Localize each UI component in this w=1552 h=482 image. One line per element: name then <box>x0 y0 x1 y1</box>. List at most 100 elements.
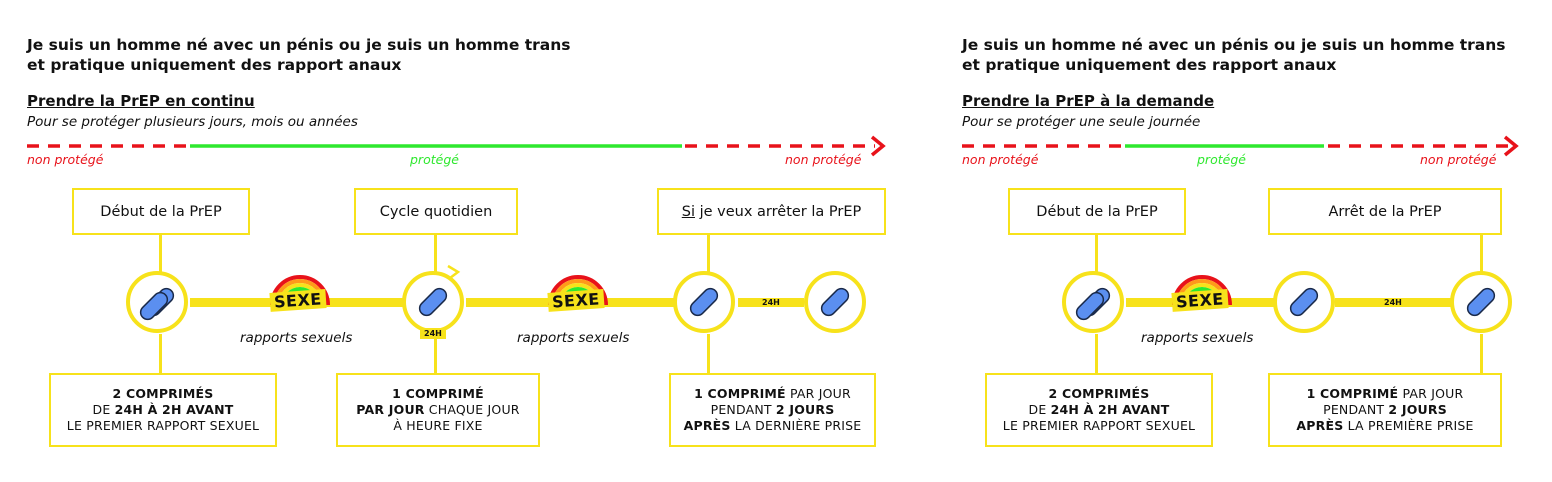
status-unprotected-right: non protégé <box>785 152 862 167</box>
info-line: 2 COMPRIMÉS <box>112 386 214 401</box>
status-unprotected-left: non protégé <box>27 152 104 167</box>
info-line: LE PREMIER RAPPORT SEXUEL <box>66 418 260 433</box>
box-arret-prep: Arrêt de la PrEP <box>1268 188 1502 235</box>
tag-24h: 24H <box>420 328 446 339</box>
tag-24h: 24H <box>762 298 780 307</box>
heading-line-2: et pratique uniquement des rapport anaux <box>962 56 1337 74</box>
info-line: CHAQUE JOUR <box>424 402 520 417</box>
info-line-bold: 1 COMPRIMÉ <box>1306 386 1399 401</box>
connector <box>1480 334 1483 374</box>
panel-heading: Je suis un homme né avec un pénis ou je … <box>962 35 1506 75</box>
connector <box>159 334 162 374</box>
panel-subtitle: Prendre la PrEP à la demande <box>962 92 1215 110</box>
connector <box>434 334 437 374</box>
box-title: Début de la PrEP <box>100 203 222 220</box>
cycle-arrow-icon <box>447 264 461 279</box>
info-box-cycle: 1 COMPRIMÉ PAR JOUR CHAQUE JOUR À HEURE … <box>336 373 540 447</box>
box-debut-prep: Début de la PrEP <box>1008 188 1186 235</box>
sexe-badge: SEXE <box>1170 265 1234 317</box>
connector <box>1095 334 1098 374</box>
info-line-bold: APRÈS <box>1296 418 1344 433</box>
info-line: DE <box>92 402 115 417</box>
sexe-badge: SEXE <box>546 265 610 317</box>
box-title: Début de la PrEP <box>1036 203 1158 220</box>
info-line: LA DERNIÈRE PRISE <box>730 418 862 433</box>
panel-description: Pour se protéger une seule journée <box>962 114 1201 130</box>
info-line: 2 COMPRIMÉS <box>1048 386 1150 401</box>
status-unprotected-left: non protégé <box>962 152 1039 167</box>
info-box-debut: 2 COMPRIMÉS DE 24H À 2H AVANT LE PREMIER… <box>985 373 1213 447</box>
box-debut-prep: Début de la PrEP <box>72 188 250 235</box>
connector <box>434 235 437 272</box>
info-box-arret: 1 COMPRIMÉ PAR JOUR PENDANT 2 JOURS APRÈ… <box>1268 373 1502 447</box>
info-line: LE PREMIER RAPPORT SEXUEL <box>1002 418 1196 433</box>
box-arreter-prep: Si je veux arrêter la PrEP <box>657 188 886 235</box>
panel-subtitle: Prendre la PrEP en continu <box>27 92 255 110</box>
rapports-label: rapports sexuels <box>1141 330 1254 346</box>
box-title: Si je veux arrêter la PrEP <box>682 204 862 220</box>
heading-line-1: Je suis un homme né avec un pénis ou je … <box>27 36 571 54</box>
info-box-debut: 2 COMPRIMÉS DE 24H À 2H AVANT LE PREMIER… <box>49 373 277 447</box>
info-line-bold: PAR JOUR <box>356 402 425 417</box>
heading-line-2: et pratique uniquement des rapport anaux <box>27 56 402 74</box>
rapports-label: rapports sexuels <box>517 330 630 346</box>
pill-icon <box>820 287 850 317</box>
tag-24h: 24H <box>1384 298 1402 307</box>
connector <box>707 334 710 374</box>
box-title-rest: je veux arrêter la PrEP <box>694 203 862 220</box>
heading-line-1: Je suis un homme né avec un pénis ou je … <box>962 36 1506 54</box>
pill-circle-double <box>126 271 188 333</box>
box-title: Arrêt de la PrEP <box>1328 203 1442 220</box>
info-line-bold: 2 JOURS <box>775 402 835 417</box>
pill-icon <box>418 287 448 317</box>
pill-circle-stop <box>1273 271 1335 333</box>
info-line-bold: 1 COMPRIMÉ <box>694 386 786 401</box>
rapports-label: rapports sexuels <box>240 330 353 346</box>
connector <box>707 235 710 272</box>
timeline-bar <box>738 298 804 307</box>
protection-timeline <box>27 135 886 157</box>
info-line-bold: 24H À 2H AVANT <box>1050 402 1170 417</box>
pill-icon <box>1466 287 1496 317</box>
box-title: Cycle quotidien <box>379 203 493 220</box>
box-title-emphasis: Si <box>681 203 695 220</box>
double-pill-icon <box>139 287 175 321</box>
info-line: PENDANT <box>710 402 776 417</box>
pill-circle-cycle <box>402 271 464 333</box>
connector <box>1480 235 1483 272</box>
connector <box>1095 235 1098 272</box>
pill-circle-stop <box>673 271 735 333</box>
arrow-head-icon <box>870 135 886 157</box>
protection-timeline <box>962 135 1519 157</box>
sexe-label: SEXE <box>547 289 605 312</box>
timeline-bar <box>1335 298 1455 307</box>
info-line: À HEURE FIXE <box>393 418 483 433</box>
info-line: 1 COMPRIMÉ <box>392 386 484 401</box>
arrow-head-icon <box>1503 135 1519 157</box>
panel-heading: Je suis un homme né avec un pénis ou je … <box>27 35 571 75</box>
info-line: DE <box>1028 402 1051 417</box>
double-pill-icon <box>1075 287 1111 321</box>
info-line: LA PREMIÈRE PRISE <box>1343 418 1474 433</box>
sexe-badge: SEXE <box>268 265 332 317</box>
pill-icon <box>1289 287 1319 317</box>
info-line: PAR JOUR <box>785 386 851 401</box>
info-line: PENDANT <box>1323 402 1389 417</box>
pill-icon <box>689 287 719 317</box>
panel-description: Pour se protéger plusieurs jours, mois o… <box>27 114 358 130</box>
pill-circle-final <box>1450 271 1512 333</box>
box-cycle-quotidien: Cycle quotidien <box>354 188 518 235</box>
sexe-label: SEXE <box>269 289 327 312</box>
status-protected: protégé <box>410 152 459 167</box>
info-line-bold: 2 JOURS <box>1388 402 1447 417</box>
info-line: PAR JOUR <box>1398 386 1464 401</box>
connector <box>159 235 162 272</box>
info-line-bold: 24H À 2H AVANT <box>114 402 234 417</box>
pill-circle-final <box>804 271 866 333</box>
status-protected: protégé <box>1197 152 1246 167</box>
sexe-label: SEXE <box>1171 289 1229 312</box>
pill-circle-double <box>1062 271 1124 333</box>
info-line-bold: APRÈS <box>683 418 731 433</box>
status-unprotected-right: non protégé <box>1420 152 1497 167</box>
info-box-arret: 1 COMPRIMÉ PAR JOUR PENDANT 2 JOURS APRÈ… <box>669 373 876 447</box>
